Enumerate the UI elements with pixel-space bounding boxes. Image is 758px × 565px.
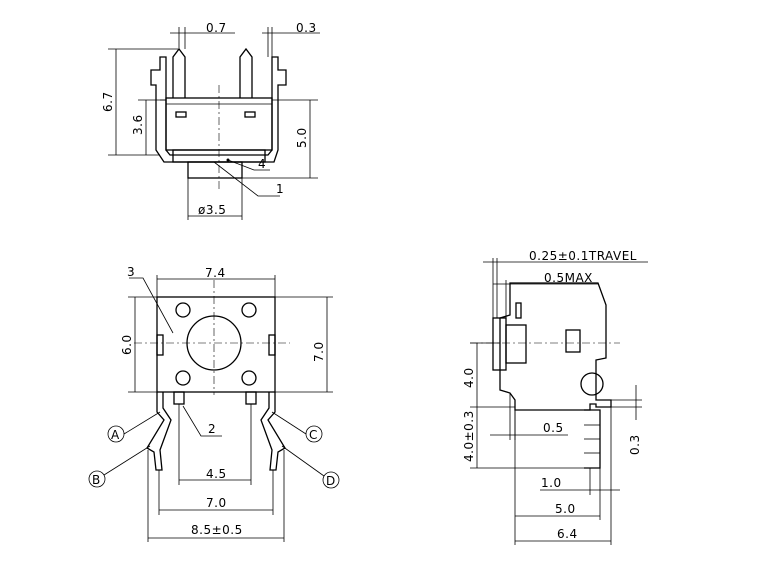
- dim-max: 0.5MAX: [544, 271, 593, 285]
- dim-pin-thickness: 0.3: [296, 21, 317, 35]
- dim-4-tol: 4.0±0.3: [462, 410, 476, 462]
- dim-pin-width: 0.7: [206, 21, 227, 35]
- dim-height: 6.0: [120, 334, 134, 355]
- left-leg: [146, 392, 172, 471]
- side-view: 0.25±0.1TRAVEL 0.5MAX 4.0 4.0±0.3 0.5 0.…: [462, 249, 648, 545]
- top-view: 0.7 0.3 6.7 3.6 5.0 ø3.5 4 1: [101, 21, 320, 220]
- pin-label-a: A: [111, 428, 120, 442]
- dim-outer: 8.5±0.5: [191, 523, 243, 537]
- dim-travel: 0.25±0.1TRAVEL: [529, 249, 637, 263]
- dim-4: 4.0: [462, 367, 476, 388]
- dim-10: 1.0: [541, 476, 562, 490]
- dim-pin-span: 7.0: [206, 496, 227, 510]
- dim-64: 6.4: [557, 527, 578, 541]
- callout-1: 1: [276, 182, 284, 196]
- callout-2: 2: [208, 422, 216, 436]
- dim-50: 5.0: [555, 502, 576, 516]
- left-pin: [172, 47, 186, 98]
- right-pin: [239, 47, 253, 98]
- dim-height-5: 5.0: [295, 127, 309, 148]
- pin-label-d: D: [326, 474, 336, 488]
- dim-height-total: 7.0: [312, 341, 326, 362]
- dim-total-height: 6.7: [101, 91, 115, 112]
- dim-05: 0.5: [543, 421, 564, 435]
- left-slot: [175, 111, 187, 118]
- front-body: [156, 296, 276, 393]
- dim-03: 0.3: [628, 434, 642, 455]
- dim-body-height: 3.6: [131, 114, 145, 135]
- callout-4: 4: [258, 157, 266, 171]
- right-slot: [244, 111, 256, 118]
- dim-inner: 4.5: [206, 467, 227, 481]
- side-body: [499, 282, 612, 411]
- actuator: [187, 161, 243, 179]
- pin-label-c: C: [309, 428, 318, 442]
- side-actuator: [505, 324, 527, 364]
- dim-width: 7.4: [205, 266, 226, 280]
- pin-label-b: B: [92, 473, 101, 487]
- frame: [150, 56, 287, 163]
- front-view: 7.4 6.0 7.0 4.5 7.0 8.5±0.5 3 2 A: [88, 265, 340, 542]
- right-leg: [260, 392, 286, 471]
- dim-actuator-dia: ø3.5: [198, 203, 226, 217]
- callout-3: 3: [127, 265, 135, 279]
